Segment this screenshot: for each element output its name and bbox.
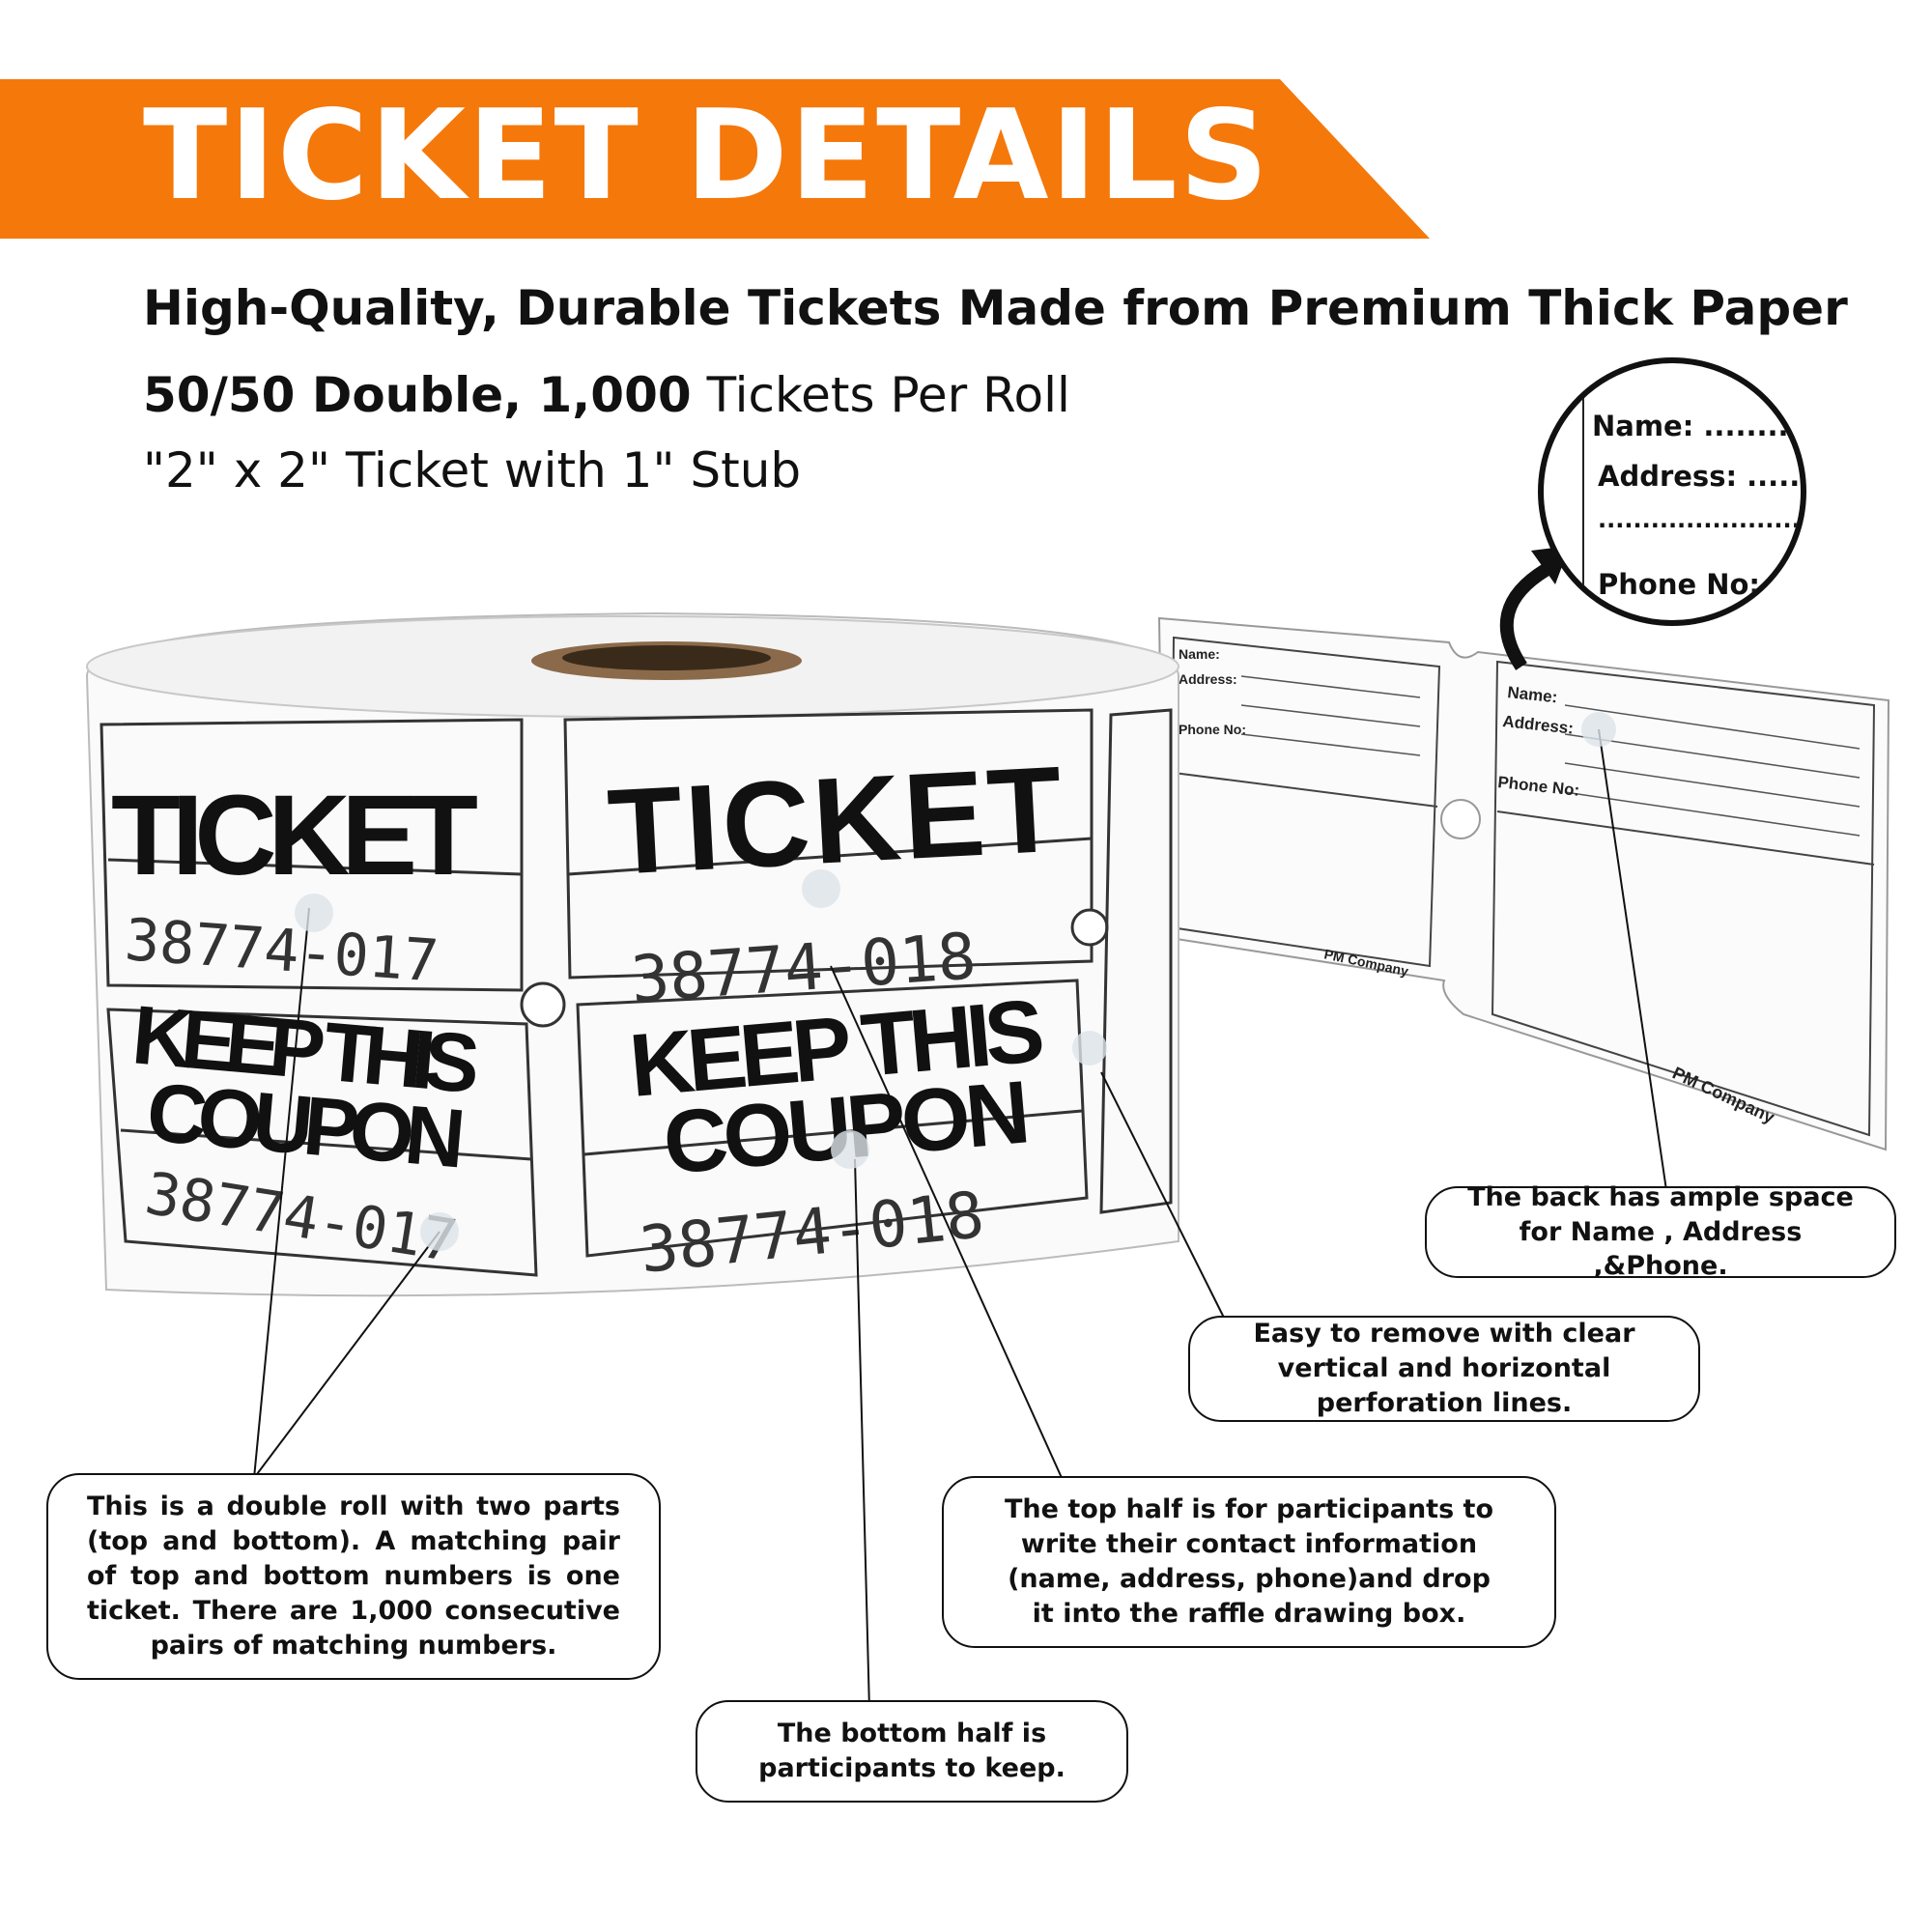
callout-double-roll: This is a double roll with two parts (to… [46,1473,661,1680]
strip-name-label: Name: [1179,646,1220,662]
strip-phone-label: Phone No: [1179,722,1246,737]
zoom-stub-line [1582,363,1584,620]
callout-bottom-half: The bottom half is participants to keep. [696,1700,1128,1803]
ticket-word-left: TICKET [111,772,478,899]
zoom-name: Name: ............ [1592,410,1801,442]
banner-shape [0,79,1430,239]
zoom-phone: Phone No: ... [1598,568,1803,601]
spec-rolls-bold: 50/50 Double, 1,000 [143,367,692,423]
leader-dots [295,712,1616,1251]
zoom-dots: ................................ [1598,506,1806,533]
subtitle: High-Quality, Durable Tickets Made from … [143,280,1848,336]
unrolled-strip: Name: Address: Phone No: Name: Address: … [1157,616,1890,1151]
title-banner [0,79,1430,239]
zoom-arrow [1499,564,1549,670]
strip-address-label: Address: [1179,671,1237,687]
zoom-address: Address: .......... [1598,460,1801,493]
callout-perforation: Easy to remove with clear vertical and h… [1188,1316,1700,1422]
roll-body: TICKET TICKET 38774-017 38774-018 KEEP T… [85,611,1179,1297]
back-zoom-detail: Name: ............ Address: .......... .… [1538,357,1806,626]
page-title: TICKET DETAILS [143,84,1270,228]
spec-size: "2" x 2" Ticket with 1" Stub [143,442,802,498]
spec-rolls-rest: Tickets Per Roll [691,367,1070,423]
callout-top-half: The top half is for participants to writ… [942,1476,1556,1648]
callout-leaders [253,728,1667,1711]
spec-rolls: 50/50 Double, 1,000 Tickets Per Roll [143,367,1070,423]
callout-back-space: The back has ample space for Name , Addr… [1425,1182,1896,1281]
